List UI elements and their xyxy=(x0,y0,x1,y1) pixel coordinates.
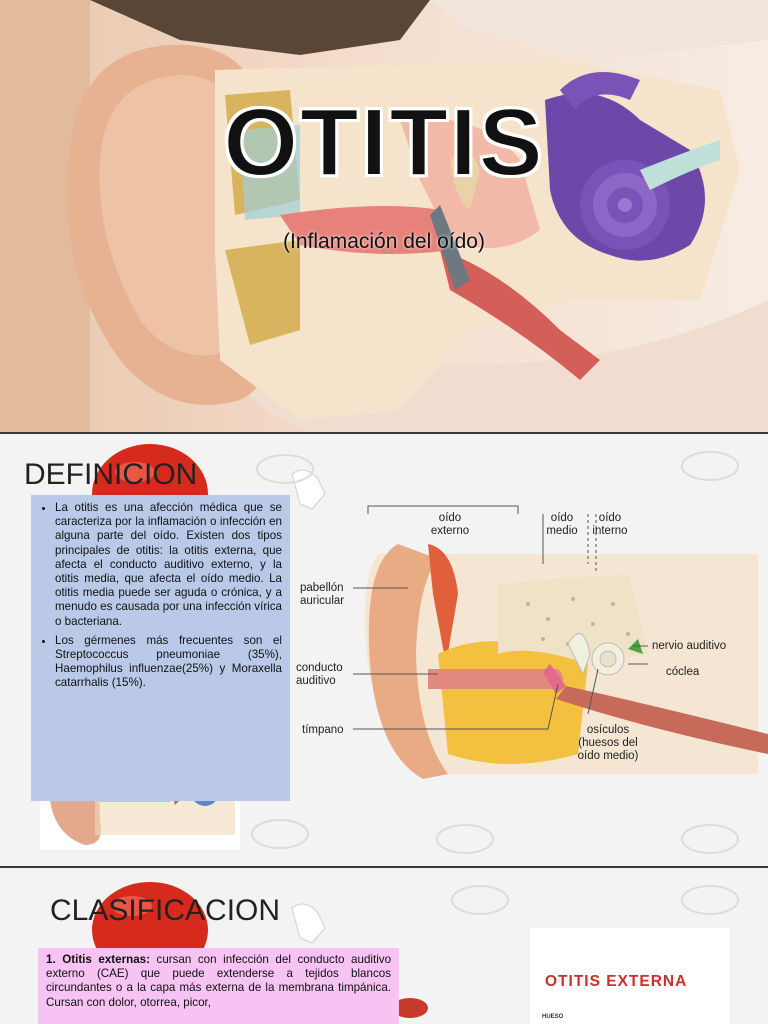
hueso-label: HUESO xyxy=(542,1014,564,1020)
definition-slide: DEFINICION La otitis es una afección méd… xyxy=(0,434,768,866)
title-slide: OTITIS (Inflamación del oído) xyxy=(0,0,768,432)
otitis-externa-image-title: OTITIS EXTERNA xyxy=(545,973,688,990)
label-oido-medio-line1: oído xyxy=(550,512,574,524)
label-oido-interno-line1: oído xyxy=(598,512,622,524)
classification-textbox: 1. Otitis externas: cursan con infección… xyxy=(38,948,399,1024)
label-conducto: conducto auditivo xyxy=(296,662,343,688)
ear-anatomy-illustration xyxy=(0,0,768,432)
slide-subtitle: (Inflamación del oído) xyxy=(283,230,485,253)
label-oido-externo: oído externo xyxy=(422,512,478,538)
classification-slide: CLASIFICACION 1. Otitis externas: cursan… xyxy=(0,868,768,1024)
label-osiculos-line1: osículos xyxy=(586,724,630,736)
classification-heading: CLASIFICACION xyxy=(50,894,281,927)
label-oido-externo-line1: oído xyxy=(438,512,462,524)
definition-textbox: La otitis es una afección médica que se … xyxy=(31,495,290,801)
watermark-icon xyxy=(251,451,739,854)
label-oido-interno: oído interno xyxy=(585,512,635,538)
label-nervio-auditivo: nervio auditivo xyxy=(652,640,727,652)
label-timpano: tímpano xyxy=(302,724,344,736)
label-oido-interno-line2: interno xyxy=(592,525,628,537)
label-osiculos-line2: (huesos del xyxy=(578,737,638,749)
label-coclea: cóclea xyxy=(666,666,700,678)
label-oido-medio-line2: medio xyxy=(546,525,578,537)
label-conducto-line2: auditivo xyxy=(296,675,336,687)
slide-title: OTITIS xyxy=(222,88,545,197)
label-conducto-line1: conducto xyxy=(296,662,343,674)
label-osiculos: osículos (huesos del oído medio) xyxy=(568,724,648,763)
label-osiculos-line3: oído medio) xyxy=(577,750,639,762)
germs-bullet: Los gérmenes más frecuentes son el Strep… xyxy=(55,634,282,691)
watermark-icon xyxy=(451,885,739,915)
label-oido-medio: oído medio xyxy=(537,512,587,538)
definition-bullet: La otitis es una afección médica que se … xyxy=(55,501,282,629)
otitis-externas-text: cursan con infección del conducto auditi… xyxy=(46,953,392,1009)
label-oido-externo-line2: externo xyxy=(430,525,470,537)
label-pabellon-line1: pabellón xyxy=(300,582,344,594)
ear-sections-diagram xyxy=(353,505,768,779)
definition-heading: DEFINICION xyxy=(24,458,198,491)
label-pabellon-line2: auricular xyxy=(300,595,345,607)
label-pabellon: pabellón auricular xyxy=(300,582,344,608)
otitis-externas-title: 1. Otitis externas: xyxy=(46,953,150,966)
